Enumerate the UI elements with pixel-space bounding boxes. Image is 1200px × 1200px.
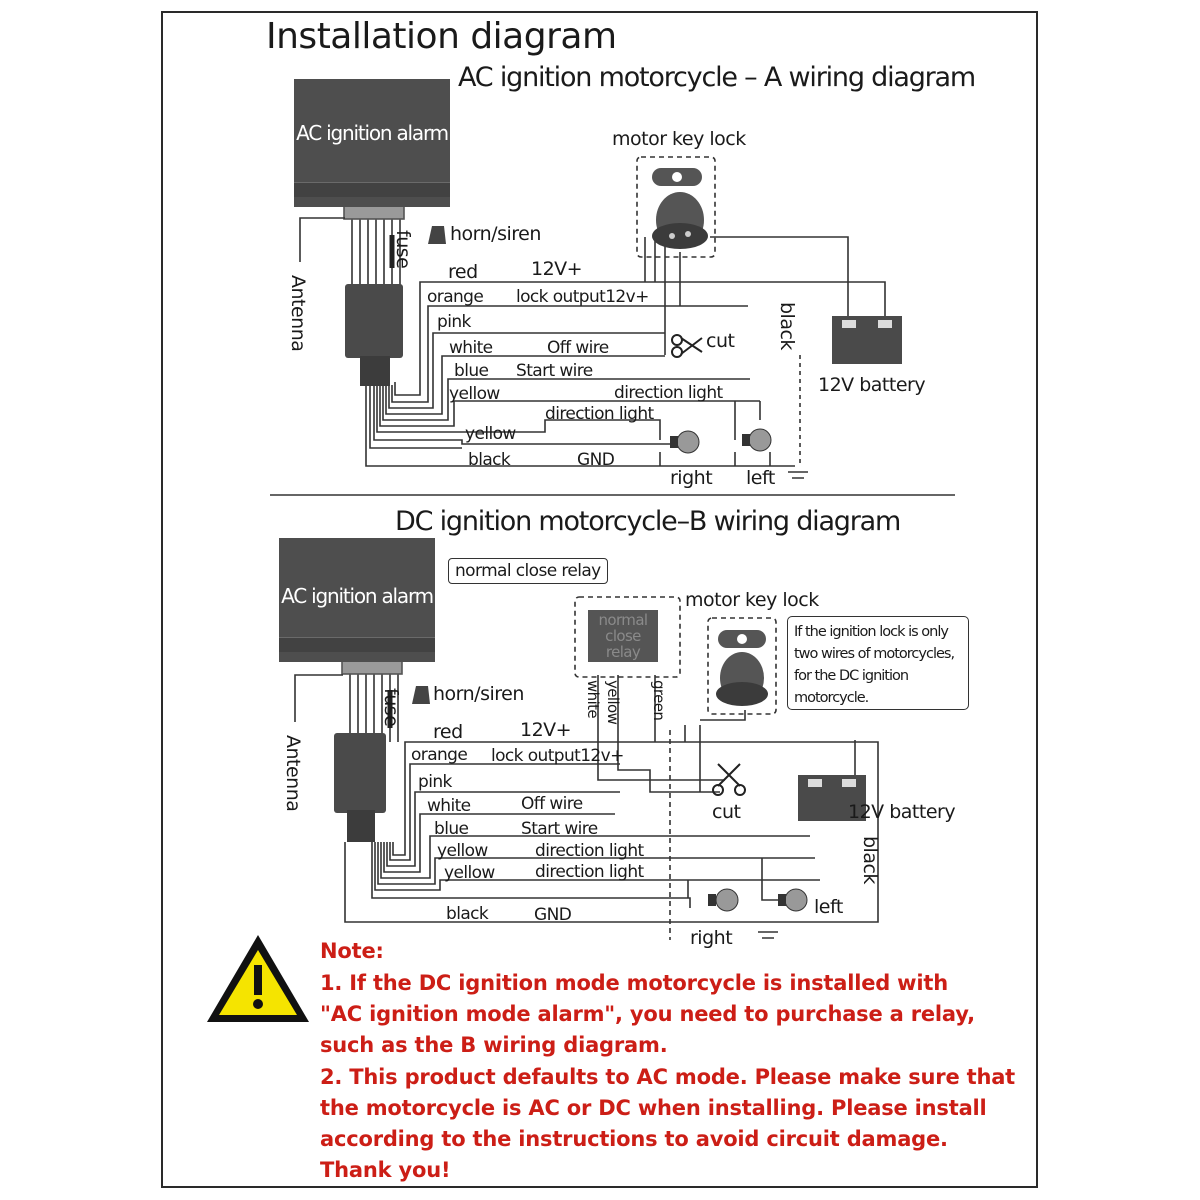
wire-direction-light-1-a: direction light [614, 383, 723, 403]
bulb-icon-left-a [742, 428, 772, 452]
relay-box-label: normal close relay [598, 611, 649, 661]
diagram-a-title: AC ignition motorcycle – A wiring diagra… [458, 62, 976, 93]
bulb-icon-right-a [670, 430, 700, 454]
antenna-label-b: Antenna [282, 735, 304, 812]
wire-direction-light-2-a: direction light [545, 404, 654, 424]
wire-orange-b: orange [411, 745, 468, 765]
note-line: the motorcycle is AC or DC when installi… [320, 1096, 987, 1120]
wire-direction-light-1-b: direction light [535, 841, 644, 861]
note-line: Thank you! [320, 1158, 451, 1182]
relay-wire-yellow: yellow [604, 680, 622, 725]
horn-icon-b [412, 686, 430, 704]
key-lock-label-b: motor key lock [685, 589, 819, 611]
wire-yellow2-b: yellow [444, 863, 495, 883]
key-lock-icon-a [652, 168, 708, 249]
black-label-b: black [859, 836, 881, 884]
left-label-a: left [746, 467, 775, 489]
connector-b [334, 733, 386, 813]
battery-label-b: 12V battery [848, 801, 956, 823]
note-heading: Note: [320, 939, 384, 963]
wire-black-a: black [468, 450, 511, 470]
scissors-icon-a [671, 334, 703, 358]
info-line: If the ignition lock is only [794, 624, 949, 640]
wire-lock-output-a: lock output12v+ [516, 287, 649, 307]
note-line: 1. If the DC ignition mode motorcycle is… [320, 971, 948, 995]
cut-label-b: cut [712, 801, 741, 823]
diagram-frame [161, 11, 1038, 1188]
wire-red-a: red [448, 261, 478, 283]
info-line: two wires of motorcycles, [794, 646, 955, 662]
fuse-label-a: fuse [392, 230, 414, 269]
wire-off-wire-b: Off wire [521, 794, 583, 814]
horn-label-a: horn/siren [450, 223, 541, 245]
battery-icon-a [832, 316, 902, 364]
wire-direction-light-2-b: direction light [535, 862, 644, 882]
wire-gnd-a: GND [577, 450, 615, 470]
left-label-b: left [814, 896, 843, 918]
relay-wire-green: green [650, 680, 668, 721]
wire-orange-a: orange [427, 287, 484, 307]
black-label-a: black [776, 302, 798, 350]
wire-pink-b: pink [418, 772, 452, 792]
wire-12v-a: 12V+ [531, 258, 583, 280]
wire-start-wire-b: Start wire [521, 819, 598, 839]
page-title: Installation diagram [266, 16, 617, 57]
wire-yellow2-a: yellow [465, 424, 516, 444]
note-line: according to the instructions to avoid c… [320, 1127, 948, 1151]
battery-icon-b [798, 775, 866, 821]
wire-blue-a: blue [454, 361, 489, 381]
wire-off-wire-a: Off wire [547, 338, 609, 358]
cut-label-a: cut [706, 330, 735, 352]
connector-a [345, 284, 403, 358]
warning-icon [207, 935, 309, 1022]
relay-box [588, 610, 658, 662]
wire-white-b: white [427, 796, 471, 816]
wire-pink-a: pink [437, 312, 471, 332]
info-box: If the ignition lock is only two wires o… [787, 616, 969, 710]
wire-yellow-b: yellow [437, 841, 488, 861]
antenna-label-a: Antenna [287, 275, 309, 352]
wire-black-b: black [446, 904, 489, 924]
info-line: for the DC ignition [794, 668, 909, 684]
note-line: "AC ignition mode alarm", you need to pu… [320, 1002, 975, 1026]
key-lock-label-a: motor key lock [612, 128, 746, 150]
right-label-a: right [670, 467, 713, 489]
relay-wire-white: white [584, 680, 602, 719]
wire-12v-b: 12V+ [520, 719, 572, 741]
horn-label-b: horn/siren [433, 683, 524, 705]
right-label-b: right [690, 927, 733, 949]
alarm-module-b: AC ignition alarm [279, 538, 435, 662]
wire-red-b: red [433, 721, 463, 743]
wire-yellow-a: yellow [449, 384, 500, 404]
scissors-icon-b [712, 763, 746, 796]
key-lock-icon-b [716, 630, 768, 706]
wire-blue-b: blue [434, 819, 469, 839]
diagram-b-title: DC ignition motorcycle–B wiring diagram [395, 506, 901, 537]
note-line: such as the B wiring diagram. [320, 1033, 668, 1057]
wire-white-a: white [449, 338, 493, 358]
wire-gnd-b: GND [534, 905, 572, 925]
battery-label-a: 12V battery [818, 374, 926, 396]
wire-start-wire-a: Start wire [516, 361, 593, 381]
relay-callout: normal close relay [448, 558, 608, 584]
horn-icon-a [428, 226, 446, 244]
wire-lock-output-b: lock output12v+ [491, 746, 624, 766]
note-line: 2. This product defaults to AC mode. Ple… [320, 1065, 1016, 1089]
fuse-label-b: fuse [380, 688, 402, 727]
alarm-module-a: AC ignition alarm [294, 79, 450, 207]
bulb-icon-left-b [778, 888, 808, 912]
bulb-icon-right-b [708, 888, 739, 912]
info-line: motorcycle. [794, 690, 869, 706]
